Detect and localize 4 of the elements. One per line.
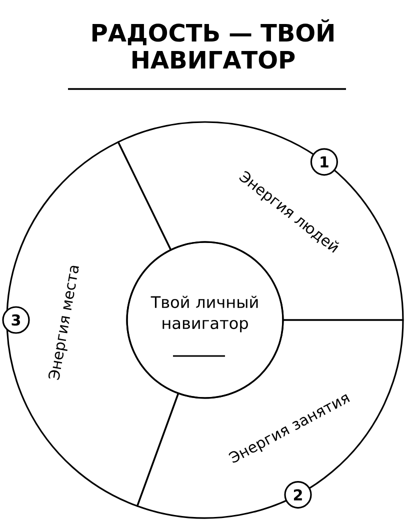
title: РАДОСТЬ — ТВОЙ НАВИГАТОР	[68, 19, 346, 90]
callout-number: 1	[310, 148, 338, 176]
callout-number: 2	[284, 481, 312, 509]
callout-number: 3	[2, 306, 30, 334]
